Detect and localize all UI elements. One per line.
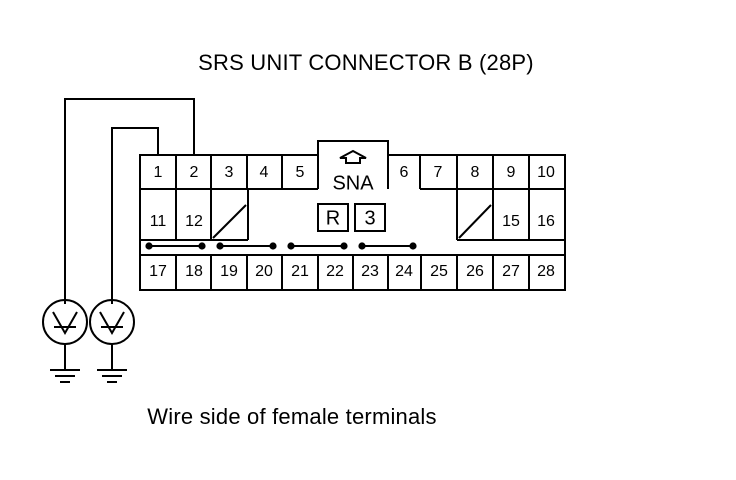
terminal-label: 2 — [190, 164, 199, 181]
terminal-label: 27 — [502, 263, 520, 280]
blank-cavity-14 — [458, 204, 492, 239]
terminal-label: 10 — [537, 164, 555, 181]
terminal-label: 6 — [400, 164, 409, 181]
key-box-r — [317, 203, 349, 232]
terminal-label: 18 — [185, 263, 203, 280]
terminal-label: 21 — [291, 263, 309, 280]
lead-wire-terminal-2 — [64, 98, 195, 304]
terminal-label: 26 — [466, 263, 484, 280]
terminal-label: 5 — [296, 164, 305, 181]
terminal-label: 24 — [395, 263, 413, 280]
terminal-label: 9 — [507, 164, 516, 181]
keyway-label: SNA — [332, 172, 374, 194]
key-label-r: R — [326, 207, 340, 229]
terminal-label: 20 — [255, 263, 273, 280]
voltmeter-icon — [42, 299, 88, 345]
lead-wire-terminal-1 — [111, 127, 159, 304]
key-box-3 — [354, 203, 386, 232]
key-label-3: 3 — [364, 207, 375, 229]
terminal-label: 3 — [225, 164, 234, 181]
terminal-label: 12 — [185, 213, 203, 230]
terminal-label: 7 — [434, 164, 443, 181]
terminal-label: 17 — [149, 263, 167, 280]
diagram-caption: Wire side of female terminals — [147, 404, 437, 429]
blank-cavity-13 — [212, 204, 247, 239]
terminal-label: 4 — [260, 164, 269, 181]
terminal-label: 22 — [326, 263, 344, 280]
ground-icon — [50, 369, 80, 383]
ground-icon — [97, 369, 127, 383]
terminal-label: 11 — [150, 213, 167, 230]
terminal-label: 16 — [537, 213, 555, 230]
terminal-label: 8 — [471, 164, 480, 181]
terminal-label: 1 — [154, 164, 163, 181]
terminal-label: 23 — [361, 263, 379, 280]
diagram-title: SRS UNIT CONNECTOR B (28P) — [198, 50, 534, 75]
terminal-label: 15 — [502, 213, 520, 230]
terminal-label: 28 — [537, 263, 555, 280]
keyway-arrow-icon — [339, 149, 367, 164]
voltmeter-icon — [89, 299, 135, 345]
terminal-label: 19 — [220, 263, 238, 280]
terminal-label: 25 — [430, 263, 448, 280]
